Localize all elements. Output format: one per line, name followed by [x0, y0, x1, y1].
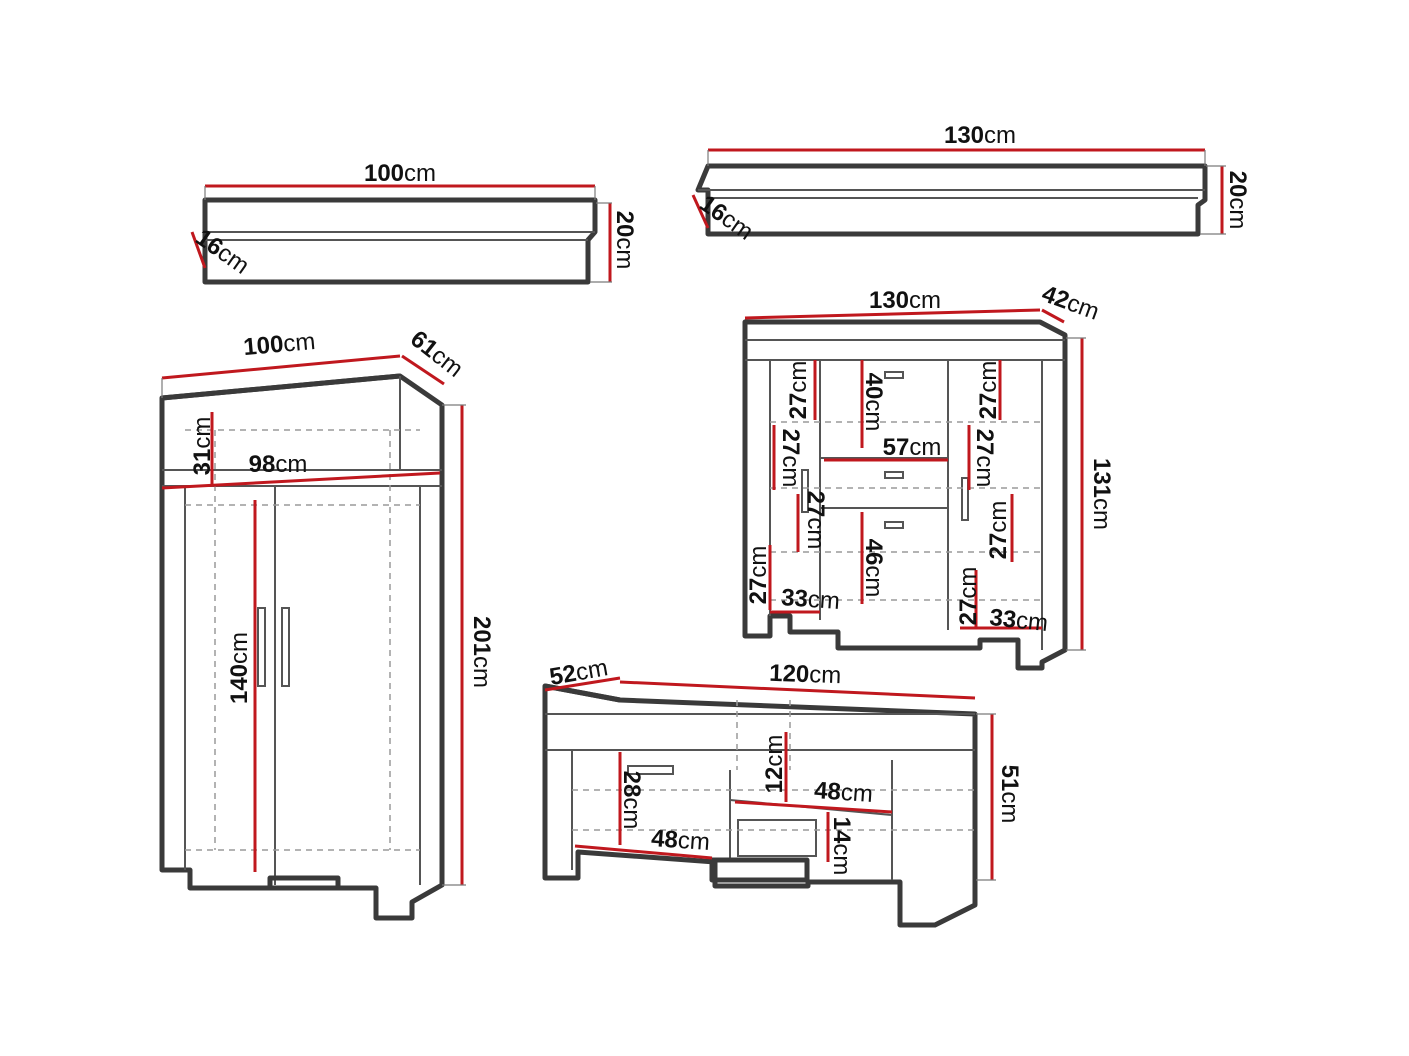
shelf-small: 100cm 20cm 16cm	[191, 160, 638, 285]
cabinet-right-shelf-4-label: 27cm	[955, 567, 982, 626]
shelf-small-height-label: 20cm	[611, 211, 638, 270]
wardrobe-top-compartment-label: 31cm	[189, 417, 216, 476]
wardrobe-depth-label: 61cm	[405, 325, 468, 382]
tv-stand-left-width-label: 48cm	[650, 825, 710, 856]
cabinet-right-shelf-3-label: 27cm	[985, 501, 1012, 560]
cabinet-center-top-label: 40cm	[860, 373, 887, 432]
tv-stand-bottom-height-label: 14cm	[828, 817, 855, 876]
cabinet-depth-label: 42cm	[1038, 280, 1102, 325]
tv-stand: 52cm 120cm 51cm 28cm 48cm 12cm 48cm 14cm	[542, 654, 1023, 928]
display-cabinet: 130cm 42cm 131cm 27cm 27cm 27cm 27cm 33c…	[742, 280, 1115, 671]
cabinet-left-shelf-1-label: 27cm	[785, 361, 812, 420]
wardrobe-width-label: 100cm	[242, 328, 316, 361]
tv-stand-shelf-width-label: 48cm	[813, 777, 873, 808]
cabinet-left-depth-label: 33cm	[780, 584, 840, 615]
wardrobe-inner-width-label: 98cm	[249, 451, 308, 478]
shelf-large-width-label: 130cm	[944, 122, 1016, 149]
cabinet-left-shelf-2-label: 27cm	[777, 429, 804, 488]
cabinet-right-shelf-2-label: 27cm	[971, 429, 998, 488]
tv-stand-width-label: 120cm	[769, 660, 842, 689]
tv-stand-drawer-height-label: 28cm	[618, 771, 645, 830]
shelf-small-width-label: 100cm	[364, 160, 436, 187]
wardrobe: 100cm 61cm 201cm 31cm 98cm 140cm	[159, 325, 495, 921]
wardrobe-height-label: 201cm	[468, 616, 495, 688]
cabinet-right-shelf-1-label: 27cm	[975, 361, 1002, 420]
cabinet-center-bottom-label: 46cm	[860, 539, 887, 598]
cabinet-left-shelf-4-label: 27cm	[745, 546, 772, 605]
cabinet-height-label: 131cm	[1088, 458, 1115, 530]
shelf-large: 130cm 20cm 16cm	[691, 122, 1251, 246]
tv-stand-height-label: 51cm	[996, 765, 1023, 824]
cabinet-width-label: 130cm	[869, 287, 941, 314]
cabinet-right-depth-label: 33cm	[988, 604, 1049, 637]
tv-stand-shelf-height-label: 12cm	[761, 735, 788, 794]
tv-stand-depth-label: 52cm	[547, 654, 609, 691]
wardrobe-door-height-label: 140cm	[226, 632, 253, 704]
cabinet-center-width-label: 57cm	[883, 434, 942, 461]
cabinet-left-shelf-3-label: 27cm	[802, 491, 829, 550]
shelf-large-height-label: 20cm	[1224, 171, 1251, 230]
